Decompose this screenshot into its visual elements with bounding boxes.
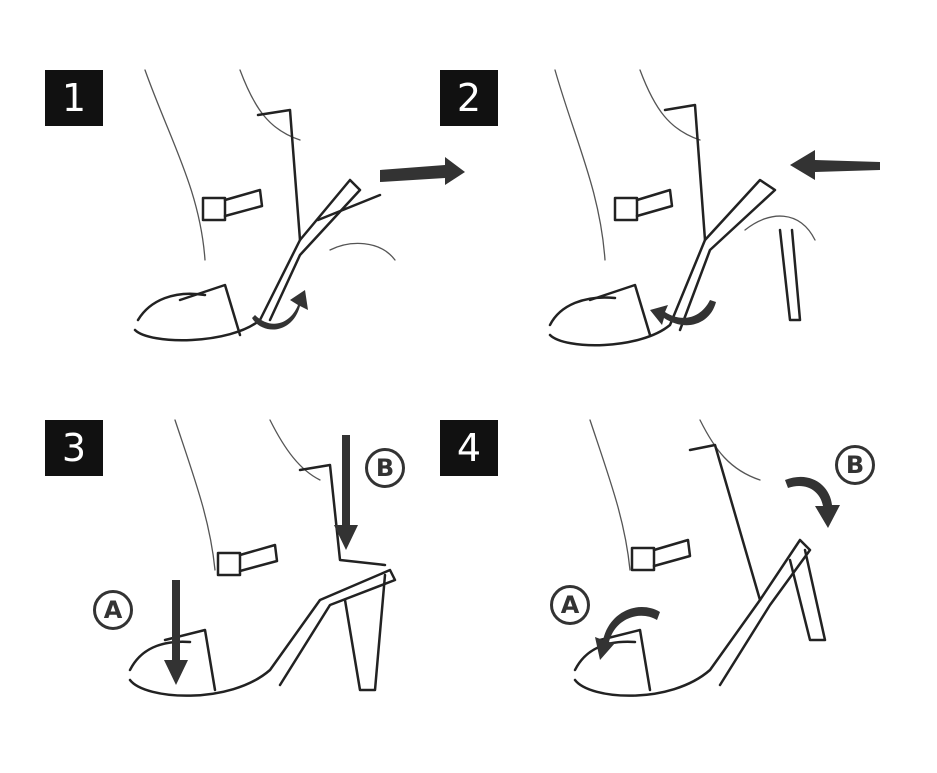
pull-arrow-icon bbox=[380, 157, 465, 185]
step-4-label-b: B bbox=[835, 445, 875, 485]
step-2-badge: 2 bbox=[440, 70, 498, 126]
panel-1-shoe-drawing bbox=[133, 69, 465, 342]
rotate-arrow-icon bbox=[252, 290, 308, 330]
panel-4-shoe-drawing bbox=[573, 419, 840, 697]
press-arrow-a-icon bbox=[164, 580, 188, 685]
rotate-arrow-a-icon bbox=[595, 607, 660, 660]
step-4-label-a: A bbox=[550, 585, 590, 625]
panel-2-shoe-drawing bbox=[548, 69, 880, 347]
rotate-arrow-b-icon bbox=[785, 476, 840, 528]
rotate-arrow-icon bbox=[650, 300, 716, 326]
step-4-badge: 4 bbox=[440, 420, 498, 476]
step-3-label-a: A bbox=[93, 590, 133, 630]
press-arrow-b-icon bbox=[334, 435, 358, 550]
step-3-label-b: B bbox=[365, 448, 405, 488]
step-1-badge: 1 bbox=[45, 70, 103, 126]
push-arrow-icon bbox=[790, 150, 880, 180]
panel-3-shoe-drawing bbox=[128, 419, 397, 697]
step-3-badge: 3 bbox=[45, 420, 103, 476]
